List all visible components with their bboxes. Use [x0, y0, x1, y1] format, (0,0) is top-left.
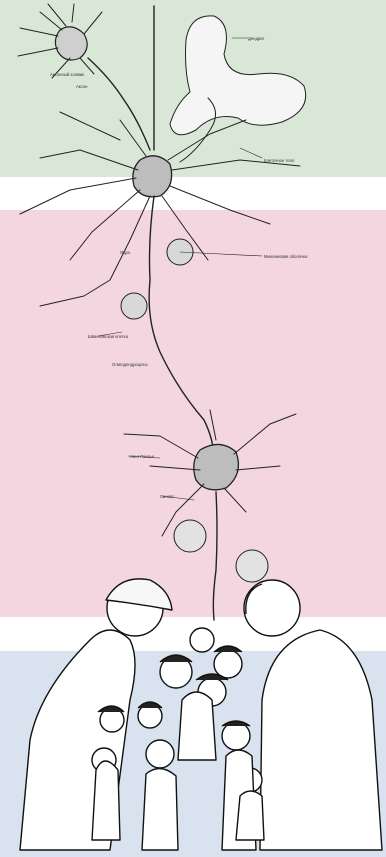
label-l2: Клеточное тело: [264, 158, 295, 163]
label-l6: Шванновская клетка: [88, 334, 129, 339]
label-l5: Аксон: [76, 84, 88, 89]
label-l4: Миелиновая оболочка: [264, 254, 308, 259]
myelin-bead-3: [174, 520, 206, 552]
label-l3: Ядро: [120, 250, 131, 255]
upper-left-cell-body: [55, 27, 87, 60]
label-l8: Узел Ранвье: [130, 454, 155, 459]
lower-cell-body: [194, 444, 239, 489]
glia-cell-blobs: [170, 16, 306, 135]
label-l10: Аксонный холмик: [50, 72, 84, 77]
label-l7: Олигодендроциты: [112, 362, 148, 367]
myelin-bead-4: [236, 550, 268, 582]
label-l1: Дендрит: [248, 36, 265, 41]
label-l9: Синапс: [160, 494, 174, 499]
crowd-illustration: [20, 579, 382, 850]
myelin-bead-2: [121, 293, 147, 319]
